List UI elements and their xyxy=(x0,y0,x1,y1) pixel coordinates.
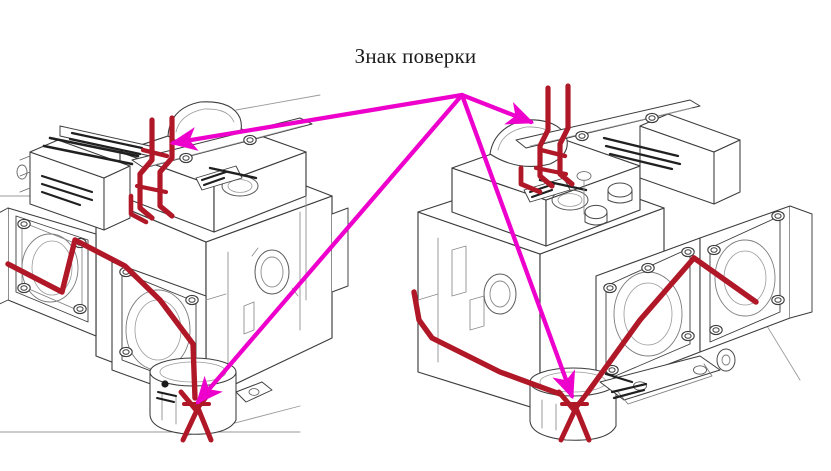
right-device-drawing xyxy=(417,99,813,441)
page-title: Знак поверки xyxy=(354,44,477,68)
pointer-to-right-top-seal xyxy=(459,92,535,125)
pointer-to-right-bottom-seal xyxy=(459,92,576,400)
right-seal-wire xyxy=(411,255,759,397)
pointer-to-left-bottom-seal xyxy=(195,92,465,405)
left-seal-wire xyxy=(5,237,198,401)
pointer-to-left-top-seal xyxy=(169,92,465,151)
verification-seal-callout xyxy=(169,92,576,405)
right-upper-seal-wires xyxy=(518,83,575,195)
